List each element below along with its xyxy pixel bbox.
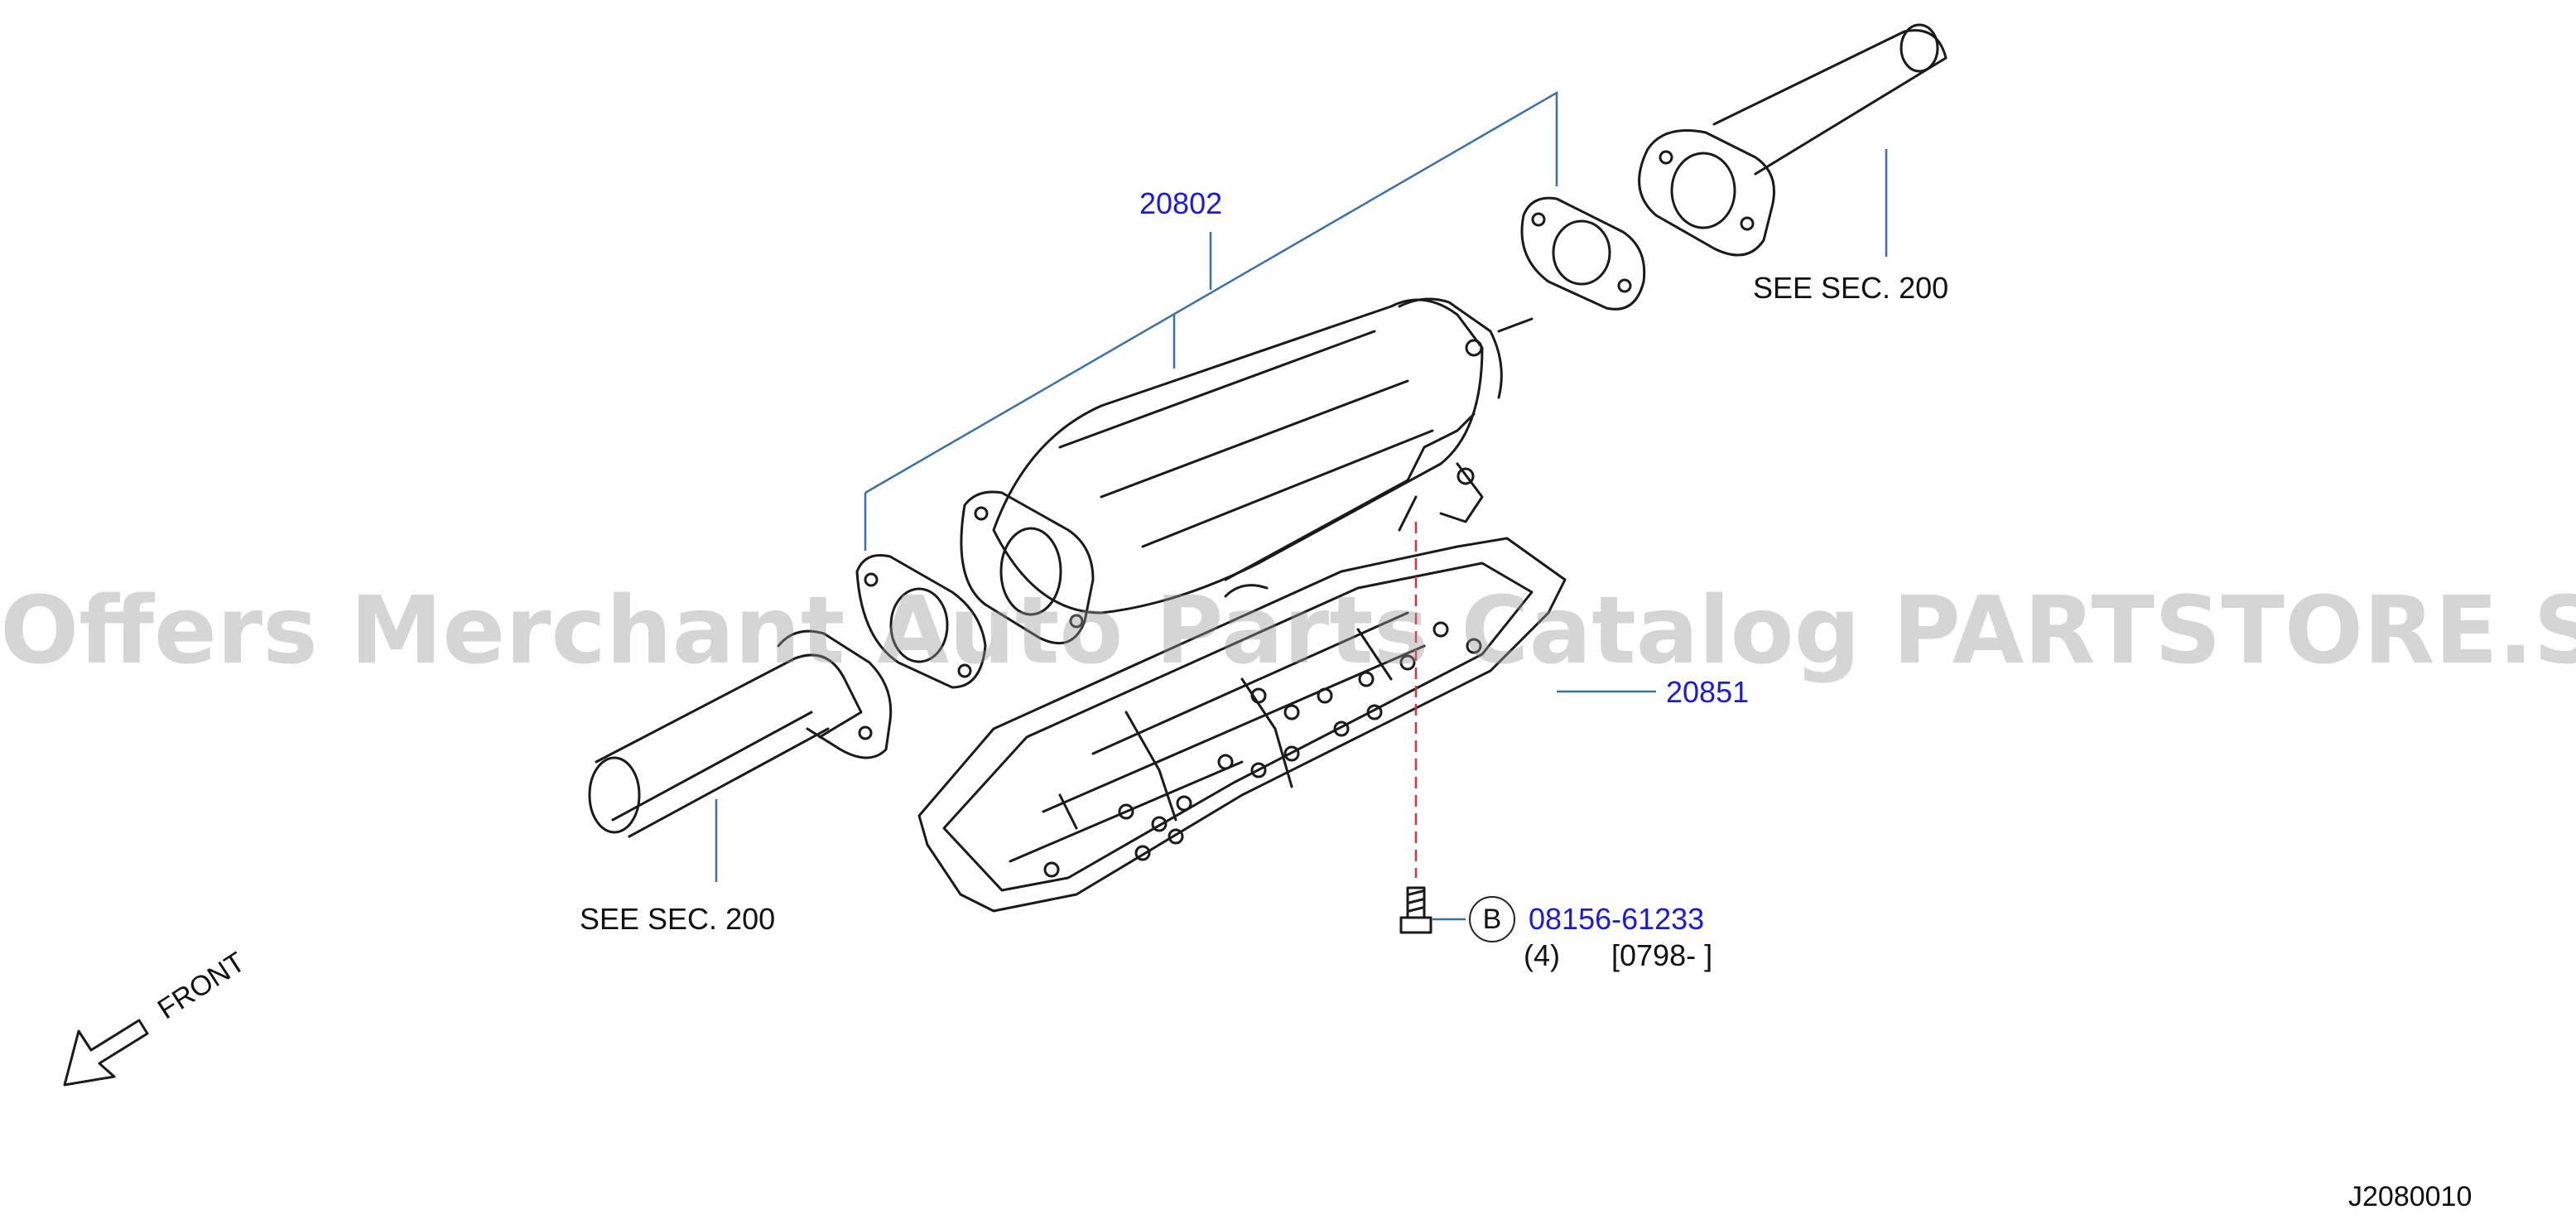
bolt-quantity: (4) [1524,938,1560,972]
bolt [1399,886,1432,934]
front-arrow-icon [63,1019,149,1087]
catalytic-converter [960,297,1534,645]
lower-gasket [855,554,987,689]
see-sec-upper: SEE SEC. 200 [1753,271,1949,305]
heat-insulator [917,537,1567,913]
upper-pipe [1638,23,1948,257]
bolt-date-range: [0798- ] [1611,938,1713,972]
see-sec-lower: SEE SEC. 200 [580,902,776,936]
reference-letter-b: B [1469,896,1515,942]
upper-gasket [1520,196,1646,311]
part-number-08156-61233[interactable]: 08156-61233 [1529,902,1705,936]
part-number-20802[interactable]: 20802 [1139,186,1223,220]
diagram-id: J2080010 [2348,1181,2472,1212]
leader-lines [715,90,1888,921]
lower-pipe [588,629,893,838]
part-number-20851[interactable]: 20851 [1666,675,1750,709]
